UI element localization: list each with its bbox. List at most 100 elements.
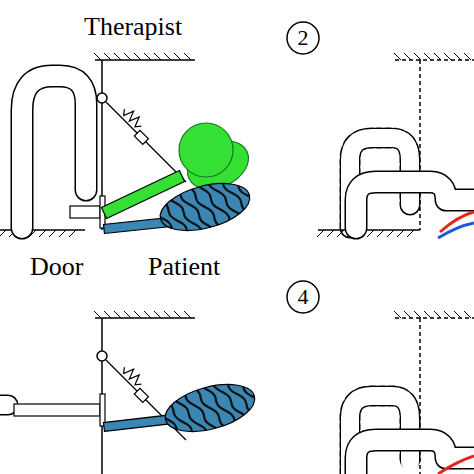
robot-body <box>356 440 474 474</box>
callout-number: 4 <box>286 280 320 314</box>
hand-stripe <box>226 371 263 426</box>
ceiling-hatch <box>394 53 474 60</box>
circle-outline <box>287 281 319 313</box>
hatch-tick <box>424 53 431 60</box>
hatch-tick <box>404 311 411 318</box>
hatch-tick <box>454 311 461 318</box>
hatch-tick <box>154 311 161 318</box>
hatch-tick <box>464 311 471 318</box>
hatch-tick <box>444 53 451 60</box>
hand-stripe <box>194 178 231 233</box>
hatch-tick <box>434 53 441 60</box>
hatch-tick <box>407 230 414 237</box>
hatch-tick <box>184 311 191 318</box>
robot-arm <box>0 405 8 406</box>
patient-hand <box>123 166 274 251</box>
panel-number-circle: 4 <box>286 280 320 314</box>
hatch-tick <box>59 230 66 237</box>
robot-body <box>0 396 8 414</box>
patient-hand <box>128 367 279 452</box>
therapist-hand <box>179 123 233 177</box>
hatch-tick <box>104 53 111 60</box>
trajectory-blue <box>438 223 474 238</box>
hatch-tick <box>39 230 46 237</box>
hand-stripe <box>123 197 160 252</box>
hand-stripe <box>234 369 271 424</box>
hatch-tick <box>69 230 76 237</box>
ceiling-hatch <box>394 311 474 318</box>
ceiling-hatch <box>94 53 195 60</box>
hatch-tick <box>94 311 101 318</box>
door-plate <box>100 394 105 426</box>
trajectory-red <box>438 456 474 474</box>
hatch-tick <box>114 53 121 60</box>
hatch-tick <box>164 53 171 60</box>
hand-stripe <box>237 166 274 221</box>
hand-stripe <box>229 168 266 223</box>
hatch-tick <box>337 230 344 237</box>
robot-handle <box>70 206 100 218</box>
spring-damper <box>106 102 186 182</box>
robot-arm <box>22 76 86 228</box>
robot-body <box>22 76 86 228</box>
hand-stripe <box>152 189 189 244</box>
spring-coil <box>124 367 142 385</box>
hatch-tick <box>414 53 421 60</box>
robot-outline <box>0 395 8 416</box>
ceiling-hatch <box>94 311 195 318</box>
hand-outline <box>155 175 255 239</box>
ground-hatch <box>317 230 420 237</box>
hand-stripe <box>165 185 202 240</box>
damper-box <box>134 388 148 402</box>
hatch-tick <box>134 311 141 318</box>
robot-outline <box>356 440 474 474</box>
hatch-tick <box>49 230 56 237</box>
hatch-tick <box>94 53 101 60</box>
hatch-tick <box>104 311 111 318</box>
hatch-tick <box>394 53 401 60</box>
hatch-tick <box>0 230 6 237</box>
hatch-tick <box>444 311 451 318</box>
panel-number-circle: 2 <box>286 21 320 55</box>
hatch-tick <box>164 311 171 318</box>
damper-box <box>134 130 148 144</box>
robot-outline <box>22 76 86 228</box>
hatch-tick <box>377 230 384 237</box>
hatch-tick <box>317 230 324 237</box>
callout-number: 2 <box>286 21 320 55</box>
hatch-tick <box>154 53 161 60</box>
hand-stripe <box>170 386 207 441</box>
part-name: Door <box>30 252 83 282</box>
hinge-pivot <box>97 351 107 361</box>
circle-outline <box>287 22 319 54</box>
hand-fill <box>160 376 260 440</box>
hatch-tick <box>464 53 471 60</box>
hatch-line <box>395 59 474 61</box>
hatch-line <box>395 317 474 319</box>
part-name: Patient <box>148 252 220 282</box>
hatch-tick <box>174 311 181 318</box>
hatch-tick <box>387 230 394 237</box>
hatch-tick <box>367 230 374 237</box>
hatch-tick <box>397 230 404 237</box>
robot-handle <box>14 404 100 416</box>
hand-outline <box>160 376 260 440</box>
hand-stripe <box>199 379 236 434</box>
hatch-tick <box>174 53 181 60</box>
part-name: Therapist <box>84 12 182 42</box>
hatch-tick <box>144 53 151 60</box>
spring-coil <box>124 109 142 127</box>
hand-stripe <box>157 390 194 445</box>
hatch-tick <box>404 53 411 60</box>
hatch-tick <box>327 230 334 237</box>
hatch-tick <box>134 53 141 60</box>
hatch-tick <box>124 53 131 60</box>
hatch-tick <box>424 311 431 318</box>
hatch-tick <box>414 311 421 318</box>
hand-stripe <box>213 375 250 430</box>
hand-stripe <box>208 174 245 229</box>
hatch-tick <box>434 311 441 318</box>
robot-arm <box>356 440 474 474</box>
